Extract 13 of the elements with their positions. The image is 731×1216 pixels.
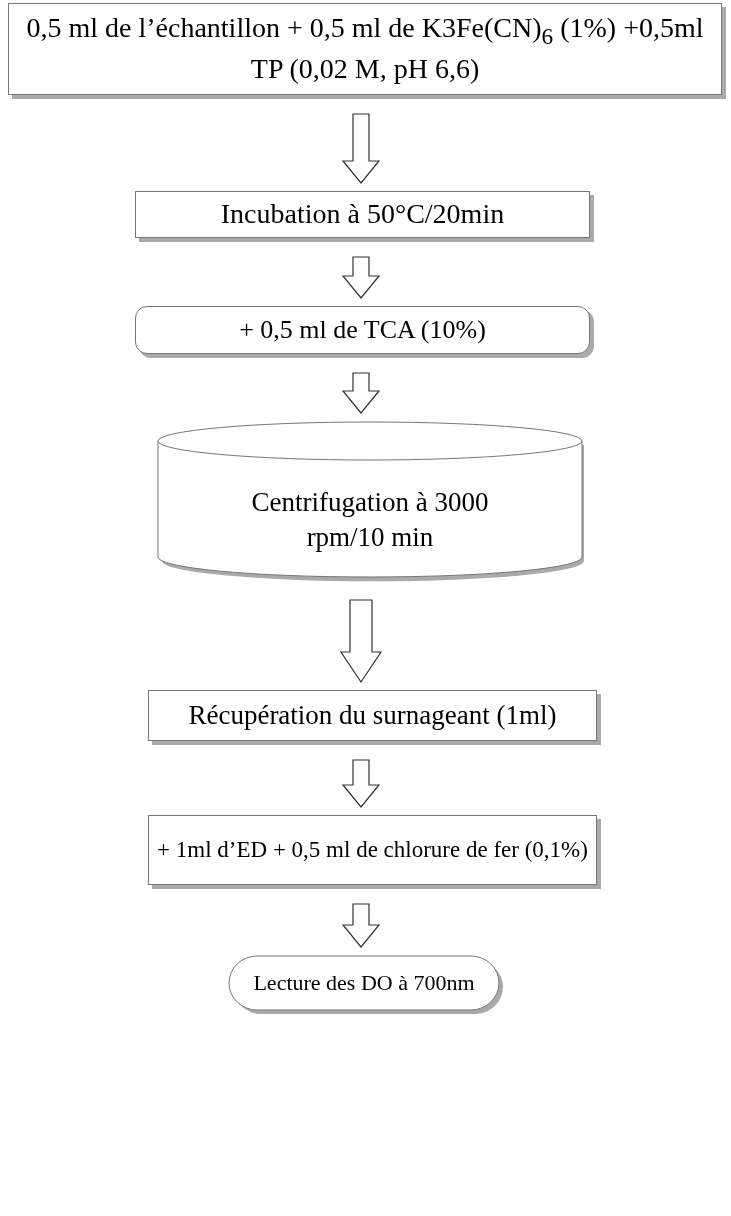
step-text: Incubation à 50°C/20min [219,197,506,232]
block-arrow [341,256,381,299]
block-arrow [341,903,381,948]
step-text: Centrifugation à 3000 rpm/10 min [250,485,490,554]
block-arrow [341,372,381,414]
step-text: + 0,5 ml de TCA (10%) [238,314,487,347]
block-arrow [341,759,381,808]
step-text: + 1ml d’ED + 0,5 ml de chlorure de fer (0,1%) [156,836,589,865]
step-text: Récupération du surnageant (1ml) [187,698,558,732]
step-text: 0,5 ml de l’échantillon + 0,5 ml de K3Fe(CN)$_{6}$ (1%) +0,5ml TP (0,02 M, pH 6,6) [25,11,705,87]
block-arrow [339,599,383,684]
step-text: Lecture des DO à 700nm [252,968,476,997]
block-arrow [341,113,381,184]
